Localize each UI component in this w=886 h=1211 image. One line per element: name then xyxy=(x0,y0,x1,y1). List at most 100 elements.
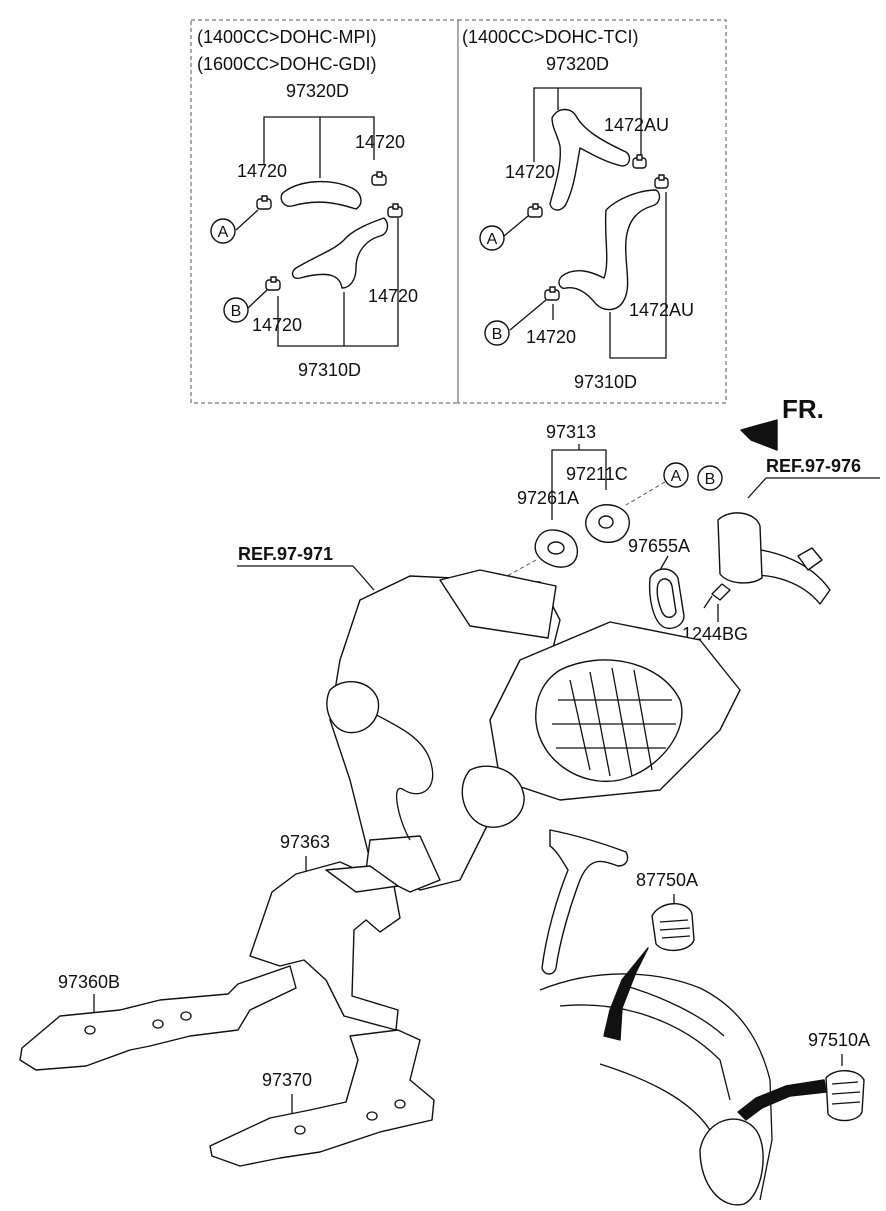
duct-center-label: 97363 xyxy=(280,832,330,852)
drain-hose xyxy=(541,829,629,975)
inset-right-leader-b xyxy=(509,299,547,331)
inset-right-marker-b: B xyxy=(492,326,503,343)
grommet-leader xyxy=(659,555,669,571)
vehicle-wheel-arch xyxy=(699,1118,764,1206)
vehicle-roofline xyxy=(539,973,773,1201)
duct-97370-holes xyxy=(294,1099,406,1135)
grille-top-label: 87750A xyxy=(636,870,698,890)
ref-pipe-block xyxy=(717,512,763,584)
hvac-unit xyxy=(326,569,741,893)
inset-left-marker-a: A xyxy=(218,224,229,241)
duct-left-label: 97360B xyxy=(58,972,120,992)
ref-pipe-fitting xyxy=(797,547,823,571)
seal-a-label: 97261A xyxy=(517,488,579,508)
inset-left-lower-bracket xyxy=(277,218,399,347)
inset-right-clamp-label-b: 14720 xyxy=(505,162,555,182)
main-marker-a-circle xyxy=(663,462,689,488)
grille-side-pointer xyxy=(737,1079,827,1121)
grille-87750a-slats xyxy=(659,919,691,939)
inset-left-clamp-icon-2 xyxy=(371,171,387,186)
inset-left-variant-2: (1600CC>DOHC-GDI) xyxy=(197,54,377,74)
inset-right-clamp-icon-3 xyxy=(654,174,669,189)
ref-right-leader xyxy=(747,477,767,499)
inset-right-clamp-label-c: 1472AU xyxy=(629,300,694,320)
inset-right-marker-a: A xyxy=(487,231,498,248)
duct-97363 xyxy=(249,861,401,1031)
inset-right-variant-1: (1400CC>DOHC-TCI) xyxy=(462,27,639,47)
grommet-inner xyxy=(656,578,677,618)
seal-group-bracket xyxy=(551,444,607,520)
duct-97363-top xyxy=(325,865,399,893)
inset-left-marker-b: B xyxy=(231,303,242,320)
inset-right-hose-lower-label: 97310D xyxy=(574,372,637,392)
seal-b-label: 97211C xyxy=(566,464,628,484)
ref-pipe-tube xyxy=(743,547,831,605)
hvac-motor xyxy=(326,681,380,734)
inset-left-frame xyxy=(190,19,459,404)
front-direction-arrow-icon xyxy=(740,419,778,451)
inset-right-marker-b-circle xyxy=(484,320,510,346)
inset-left-lower-hose xyxy=(291,217,389,289)
marker-a-leader xyxy=(625,481,666,506)
inset-left-panel: (1400CC>DOHC-MPI) (1600CC>DOHC-GDI) 9732… xyxy=(190,19,459,404)
inset-right-clamp-icon-2 xyxy=(527,203,543,218)
grille-side-label: 97510A xyxy=(808,1030,870,1050)
grille-97510a-slats xyxy=(831,1081,861,1105)
ref-left-leader xyxy=(352,565,375,591)
duct-97370 xyxy=(209,1029,435,1167)
inset-left-clamp-label-a: 14720 xyxy=(355,132,405,152)
main-marker-b-circle xyxy=(697,465,723,491)
inset-right-panel: (1400CC>DOHC-TCI) 97320D 1472AU 14720 A … xyxy=(457,19,727,404)
duct-97360b xyxy=(19,965,297,1071)
inset-right-lower-hose xyxy=(558,189,661,311)
inset-right-clamp-label-a: 1472AU xyxy=(604,115,669,135)
inset-left-clamp-icon-4 xyxy=(265,276,281,291)
inset-left-clamp-icon-3 xyxy=(387,203,403,218)
inset-right-marker-a-circle xyxy=(479,225,505,251)
inset-left-upper-hose xyxy=(280,180,362,210)
hvac-top-inlet xyxy=(439,569,557,639)
inset-left-clamp-label-d: 14720 xyxy=(252,315,302,335)
inset-right-clamp-icon-4 xyxy=(544,286,560,301)
vehicle-rear-outline xyxy=(539,973,773,1206)
inset-left-leader-a xyxy=(235,209,259,231)
inset-right-upper-hose xyxy=(549,108,631,211)
inset-left-marker-a-circle xyxy=(210,218,236,244)
vehicle-spoiler xyxy=(625,985,725,1037)
seal-97261a-hole xyxy=(547,541,565,555)
inset-right-leader-a xyxy=(503,215,529,237)
ref-label-left: REF.97-971 xyxy=(238,544,333,564)
hvac-wiring-harness xyxy=(349,699,434,841)
ref-label-right: REF.97-976 xyxy=(766,456,861,476)
seal-group-label: 97313 xyxy=(546,422,596,442)
main-marker-b: B xyxy=(705,471,716,488)
inset-left-leader-b xyxy=(247,289,268,309)
inset-right-hose-upper-label: 97320D xyxy=(546,54,609,74)
hvac-actuator xyxy=(461,765,525,828)
duct-97360b-holes xyxy=(84,1011,192,1035)
bolt-icon xyxy=(703,583,731,609)
vehicle-rear-window xyxy=(559,1004,731,1101)
grille-87750a xyxy=(651,903,695,951)
main-marker-a: A xyxy=(671,468,682,485)
inset-left-upper-bracket xyxy=(263,116,375,178)
front-direction-label: FR. xyxy=(782,394,824,424)
inset-left-hose-lower-label: 97310D xyxy=(298,360,361,380)
grille-97510a xyxy=(825,1070,865,1122)
grommet-label: 97655A xyxy=(628,536,690,556)
inset-left-hose-upper-label: 97320D xyxy=(286,81,349,101)
inset-left-marker-b-circle xyxy=(223,297,249,323)
inset-left-clamp-icon-1 xyxy=(256,195,272,210)
duct-rear-label: 97370 xyxy=(262,1070,312,1090)
inset-right-upper-bracket xyxy=(533,87,642,162)
grille-top-pointer xyxy=(603,947,649,1041)
hvac-blower-grid xyxy=(552,667,676,777)
ref-pipe-assembly xyxy=(717,512,831,605)
inset-left-clamp-label-c: 14720 xyxy=(368,286,418,306)
inset-left-clamp-label-b: 14720 xyxy=(237,161,287,181)
seal-97211c-hole xyxy=(598,515,614,529)
inset-right-lower-bracket xyxy=(552,192,667,359)
inset-right-frame xyxy=(457,19,727,404)
inset-left-variant-1: (1400CC>DOHC-MPI) xyxy=(197,27,377,47)
